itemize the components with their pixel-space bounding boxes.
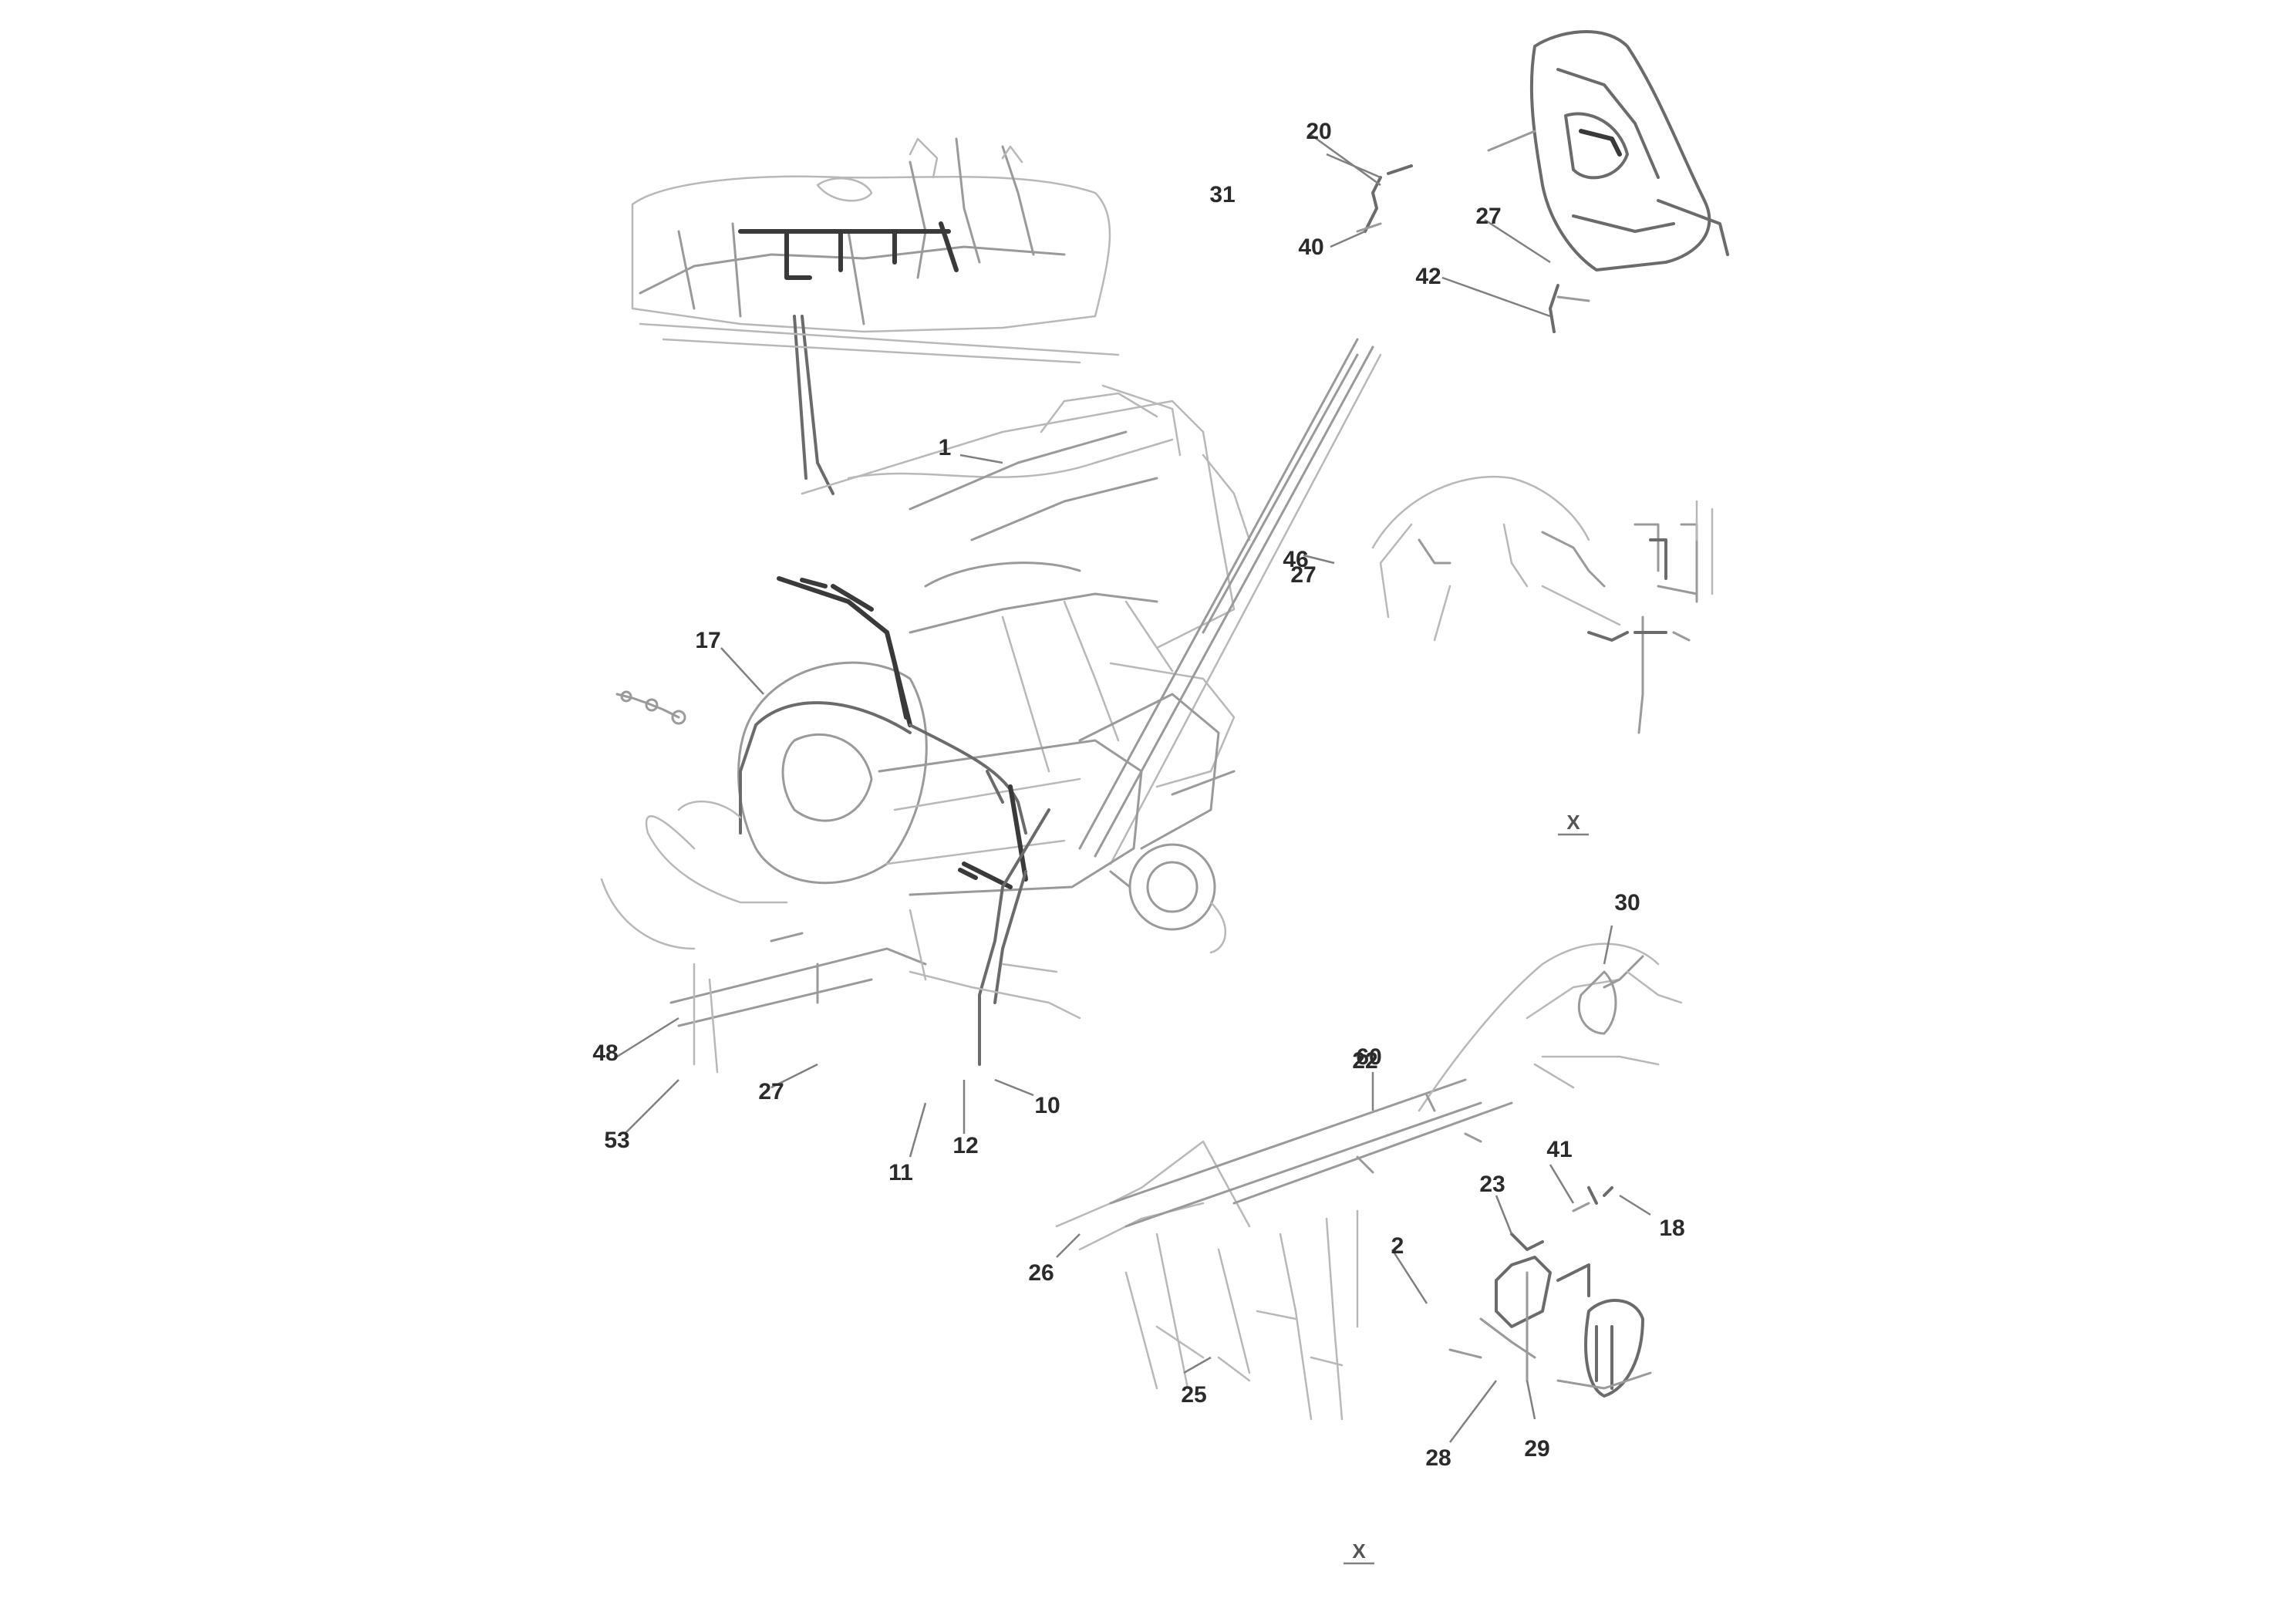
callout-18: 18 [1659, 1216, 1684, 1241]
callout-31: 31 [1209, 182, 1235, 207]
callout-40: 40 [1298, 234, 1323, 260]
callout-17: 17 [695, 628, 720, 653]
callout-11: 11 [888, 1160, 913, 1185]
callout-2: 2 [1391, 1233, 1404, 1259]
callout-27-mid: 27 [1290, 562, 1316, 588]
view-marker-upper: X [1566, 811, 1580, 834]
leader-lines [616, 133, 1651, 1443]
view-marker-lower: X [1352, 1539, 1366, 1563]
callout-1: 1 [939, 435, 952, 460]
callout-42: 42 [1415, 264, 1441, 289]
main-assembly [600, 338, 1382, 1074]
view-x-upper-detail [1371, 475, 1714, 734]
callout-41: 41 [1546, 1137, 1572, 1162]
callout-20: 20 [1306, 119, 1331, 144]
callout-29: 29 [1524, 1436, 1549, 1462]
callout-53: 53 [604, 1128, 629, 1153]
callout-48: 48 [592, 1040, 618, 1066]
callout-labels: 1 2 10 11 12 17 18 20 22 23 25 26 27 27 … [592, 119, 1684, 1471]
callout-22: 22 [1352, 1048, 1377, 1074]
callout-10: 10 [1034, 1093, 1060, 1118]
top-right-detail [1356, 30, 1729, 333]
callout-60: 60 [1356, 1044, 1381, 1070]
callout-25: 25 [1181, 1382, 1206, 1408]
callout-26: 26 [1028, 1260, 1054, 1286]
callout-12: 12 [952, 1133, 978, 1158]
callout-46: 46 [1283, 547, 1308, 572]
view-markers: X X [1344, 811, 1589, 1565]
view-x-lower-detail [1055, 943, 1683, 1421]
callout-30: 30 [1614, 890, 1640, 916]
callout-27-left: 27 [758, 1079, 784, 1104]
callout-28: 28 [1425, 1445, 1451, 1471]
dashboard-assembly [631, 137, 1120, 495]
callout-23: 23 [1479, 1172, 1505, 1197]
callout-27-top: 27 [1475, 204, 1501, 229]
